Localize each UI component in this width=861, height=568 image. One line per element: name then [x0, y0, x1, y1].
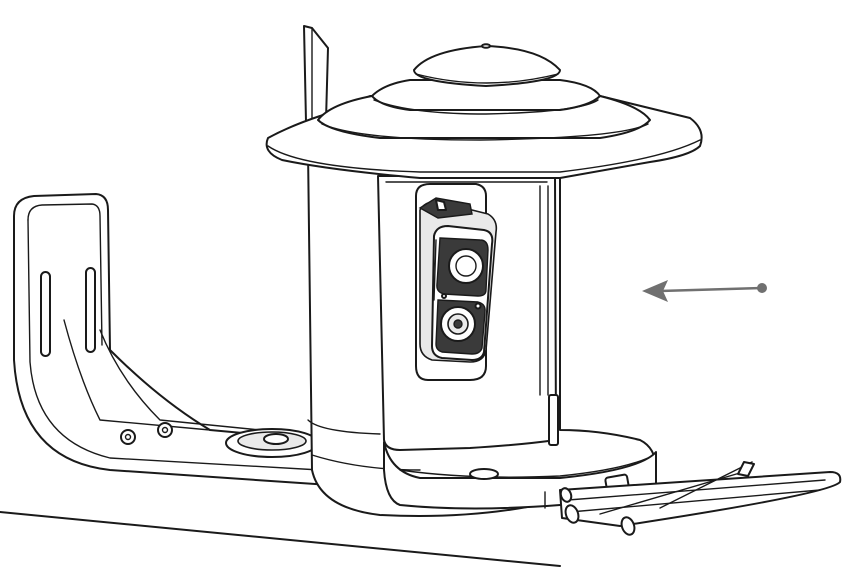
arrow-left-icon	[642, 280, 767, 302]
mounting-bracket	[13, 193, 331, 486]
roof	[265, 43, 703, 179]
perch-rails	[559, 461, 842, 536]
antenna	[303, 25, 329, 123]
camera-module	[415, 183, 498, 381]
mounting-surface	[0, 511, 561, 567]
